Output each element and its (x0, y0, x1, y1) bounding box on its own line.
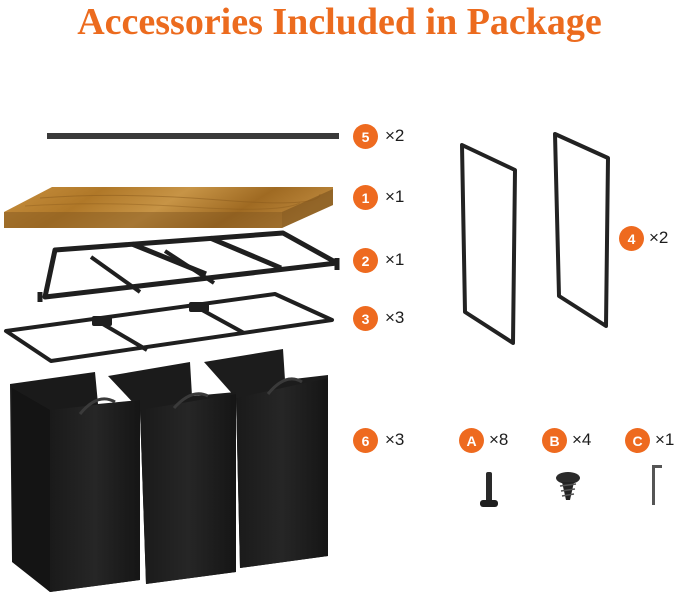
bolt-icon (480, 472, 498, 507)
wood-shelf-board-icon (4, 187, 333, 228)
hardware-badge: C (625, 428, 650, 453)
screw-icon (556, 472, 580, 500)
part-quantity: ×1 (385, 187, 405, 206)
part-badge: 5 (353, 124, 378, 149)
part-quantity: ×3 (385, 308, 405, 327)
hardware-badge: B (542, 428, 567, 453)
part-badge: 3 (353, 306, 378, 331)
hardware-quantity: ×1 (655, 430, 675, 449)
laundry-bag-icon (10, 349, 328, 592)
hardware-quantity: ×8 (489, 430, 509, 449)
allen-key-icon (652, 465, 662, 505)
part-quantity: ×3 (385, 430, 405, 449)
page-title: Accessories Included in Package (77, 1, 602, 43)
part-quantity: ×2 (649, 228, 669, 247)
rod-icon (47, 133, 339, 139)
part-badge: 2 (353, 248, 378, 273)
part-quantity: ×2 (385, 126, 405, 145)
part-badge: 4 (619, 226, 644, 251)
side-frame-icon (460, 132, 610, 345)
part-quantity: ×1 (385, 250, 405, 269)
hardware-badge: A (459, 428, 484, 453)
hardware-quantity: ×4 (572, 430, 592, 449)
part-badge: 1 (353, 185, 378, 210)
top-metal-frame-icon (37, 230, 340, 302)
bottom-metal-frame-icon (4, 292, 334, 363)
part-badge: 6 (353, 428, 378, 453)
